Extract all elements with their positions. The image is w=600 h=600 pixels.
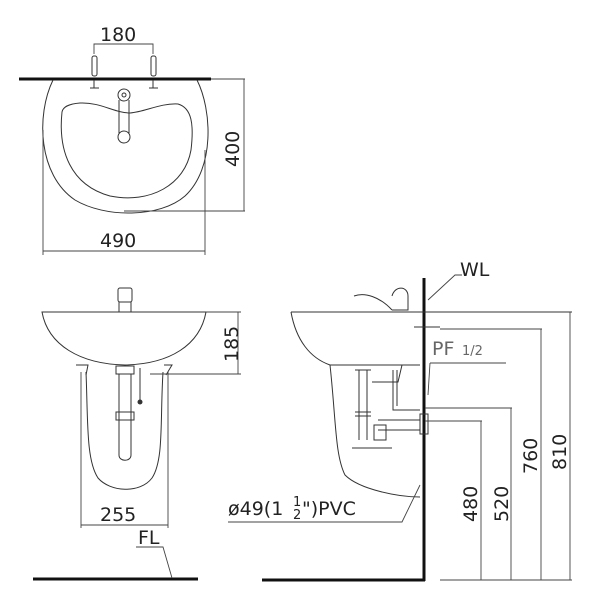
side-view: WL PF 1/2 ø49(1 1 2 ")PVC 480 — [228, 259, 572, 582]
faucet-front-neck — [118, 302, 132, 312]
supply-pipes — [372, 364, 420, 411]
pf-label: PF — [432, 338, 454, 360]
drain-label-prefix: ø49(1 — [228, 498, 283, 520]
dim-400-line — [124, 78, 245, 212]
dim-255-label: 255 — [100, 504, 136, 526]
trap-nut — [115, 411, 135, 421]
dim-520-label: 520 — [491, 486, 513, 522]
pedestal-side — [329, 364, 421, 498]
dim-180-label: 180 — [100, 24, 136, 46]
drain-frac-den: 2 — [293, 508, 301, 523]
basin-front — [41, 311, 207, 366]
dim-490-label: 490 — [100, 230, 136, 252]
faucet-base — [117, 88, 131, 102]
wl-label: WL — [460, 259, 490, 281]
dim-480-label: 480 — [460, 486, 482, 522]
brackets — [76, 364, 173, 376]
dim-810-label: 810 — [549, 434, 571, 470]
drain-label-suffix: ")PVC — [302, 498, 356, 520]
pedestal — [85, 371, 164, 490]
faucet-base-center — [121, 92, 127, 98]
faucet-outlet — [117, 130, 131, 144]
faucet-front — [117, 287, 133, 303]
pop-up-knob — [137, 399, 143, 405]
front-view: 185 255 FL — [33, 287, 243, 581]
valve-left — [91, 55, 98, 77]
dim-255-line — [80, 372, 169, 528]
drain-frac-num: 1 — [293, 495, 301, 510]
drain-trap — [118, 374, 132, 461]
faucet-side — [353, 287, 409, 311]
fl-leader — [136, 546, 173, 579]
dim-400-label: 400 — [222, 131, 244, 167]
basin-side — [290, 311, 420, 366]
pf-size-label: 1/2 — [462, 344, 483, 359]
trap-outlet — [352, 419, 420, 449]
wl-leader — [427, 274, 462, 301]
fl-label: FL — [138, 527, 160, 549]
drain-flange — [115, 365, 135, 375]
dim-180-line — [93, 43, 154, 54]
drain-leader — [228, 484, 421, 523]
inner-bowl — [60, 102, 193, 199]
faucet-spout — [118, 100, 130, 133]
basin-outline — [42, 79, 209, 214]
dim-760-label: 760 — [520, 438, 542, 474]
height-ext-lines — [425, 407, 512, 422]
drain-pipe-side — [355, 369, 371, 440]
dim-185-label: 185 — [221, 326, 243, 362]
valve-left-base — [90, 80, 99, 89]
valve-right-base — [149, 80, 158, 89]
drain-label: ø49(1 1 2 ")PVC — [228, 495, 356, 523]
wall-flange — [419, 413, 429, 435]
top-view: 180 400 490 — [19, 24, 245, 255]
dim-185-line — [150, 311, 241, 375]
dim-490-line — [42, 130, 206, 255]
valve-right — [150, 55, 157, 77]
pf-leader — [427, 362, 506, 396]
